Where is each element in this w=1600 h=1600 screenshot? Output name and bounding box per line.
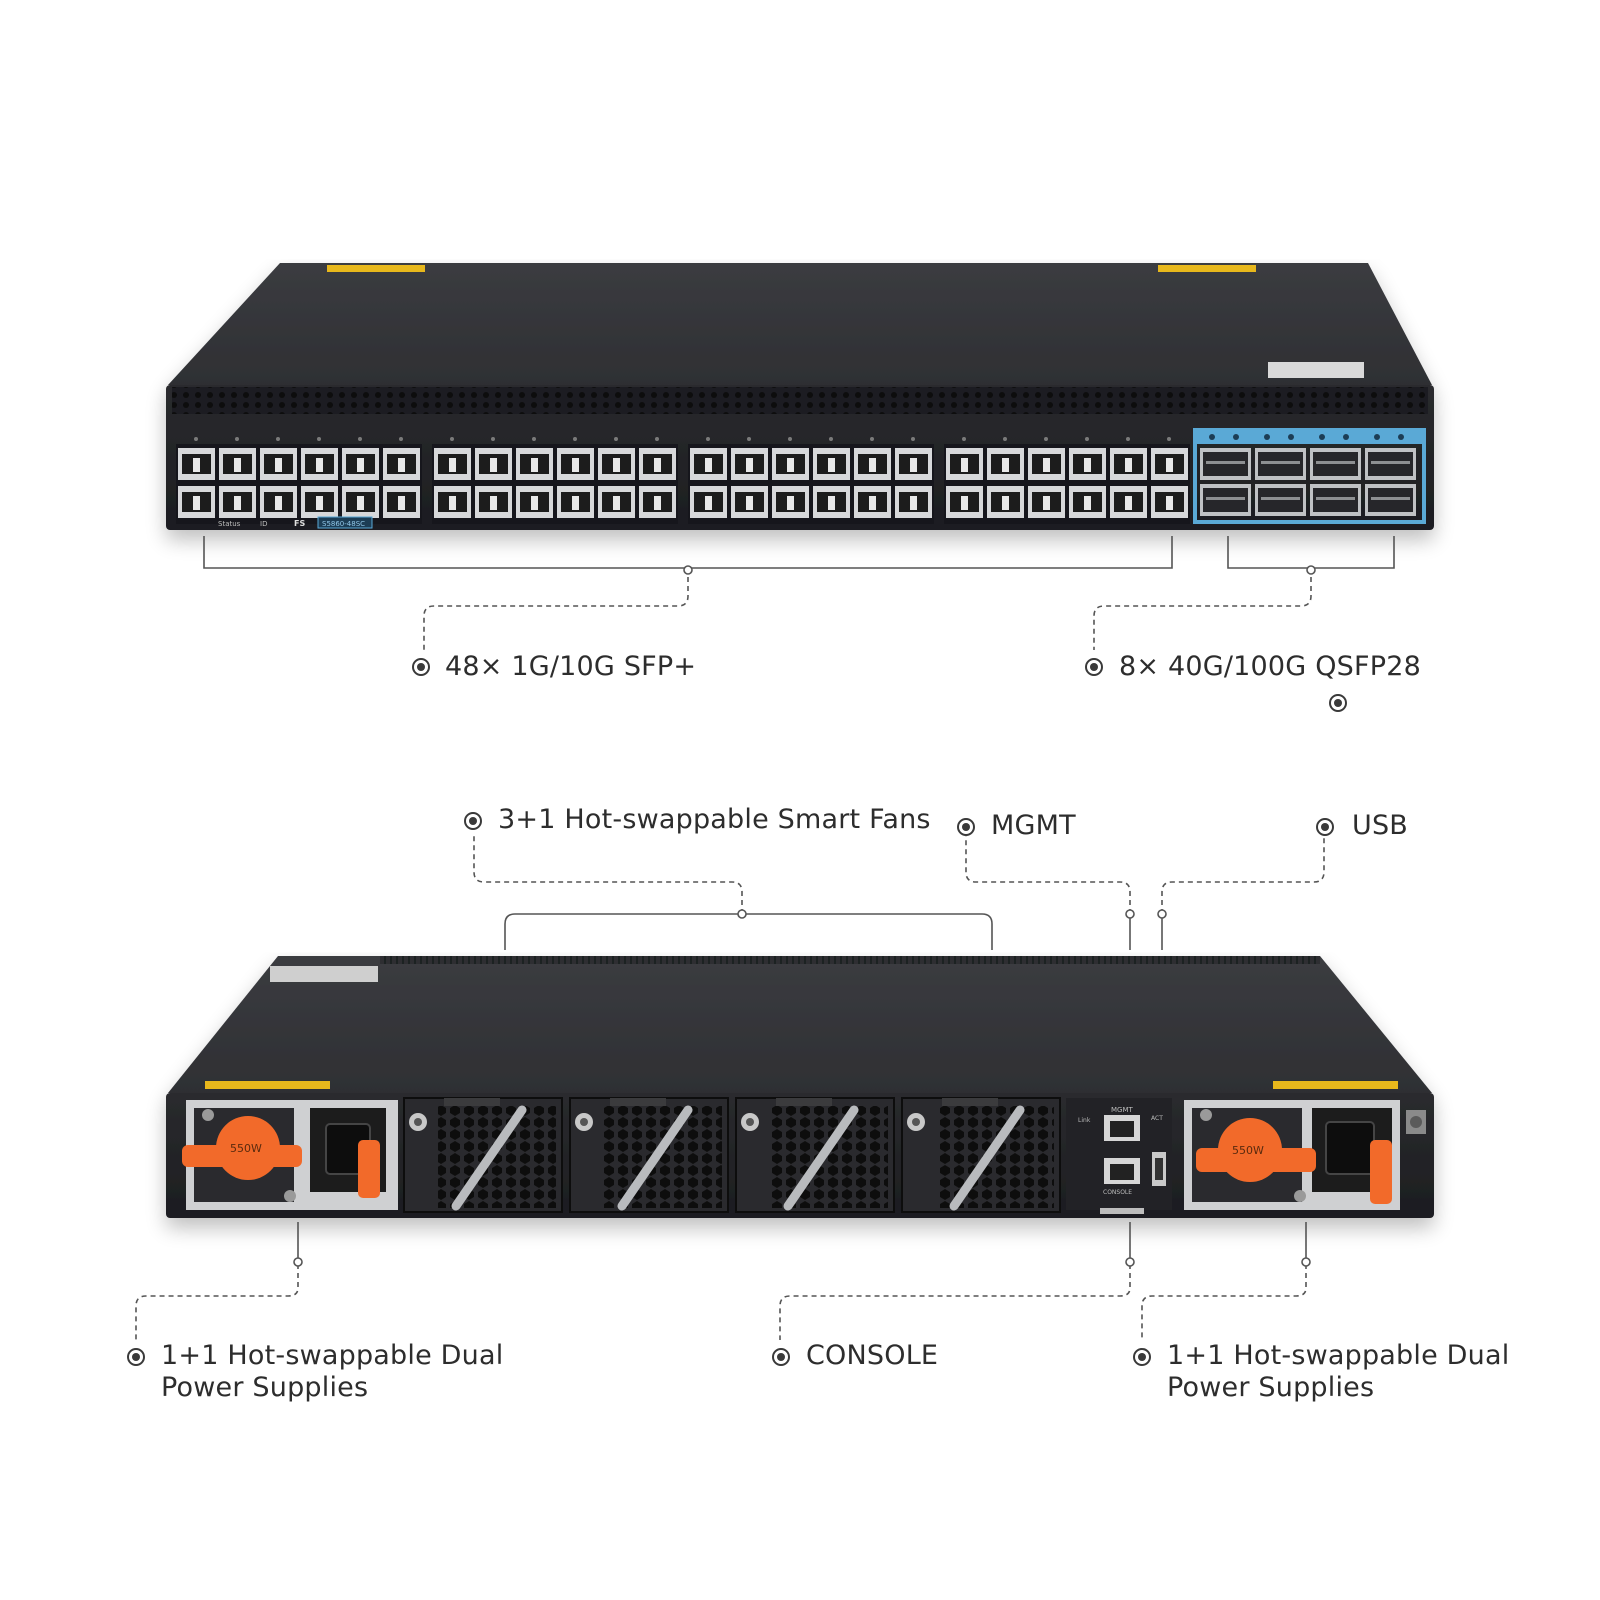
sfp-ports-callout: 48× 1G/10G SFP+ [445, 651, 696, 683]
psu-right: 550W [1184, 1100, 1426, 1210]
qsfp-ports-callout: 8× 40G/100G QSFP28 [1119, 651, 1421, 683]
psu-left: 550W [182, 1100, 398, 1210]
bullet-icon [772, 1348, 790, 1366]
mgmt-callout: MGMT [991, 810, 1076, 842]
usb-callout: USB [1352, 810, 1408, 842]
console-label: CONSOLE [806, 1340, 939, 1371]
bullet-icon [957, 818, 975, 836]
fans-label: 3+1 Hot-swappable Smart Fans [498, 804, 931, 835]
bullet-icon [412, 658, 430, 676]
bullet-icon [464, 812, 482, 830]
console-callout: CONSOLE [806, 1340, 938, 1372]
psu-left-label-line2: Power Supplies [161, 1372, 369, 1403]
warning-sticker [1158, 265, 1256, 272]
psu-right-label-line2: Power Supplies [1167, 1372, 1375, 1403]
leader-lines [135, 536, 1395, 1340]
bullet-icon [127, 1348, 145, 1366]
mgmt-panel-label: MGMT [1111, 1106, 1134, 1114]
psu-left-callout: 1+1 Hot-swappable Dual Power Supplies [161, 1340, 503, 1404]
console-panel-label: CONSOLE [1103, 1189, 1132, 1196]
warning-sticker [1273, 1081, 1398, 1089]
qsfp-ports-label: 8× 40G/100G QSFP28 [1119, 651, 1421, 682]
link-panel-label: Link [1078, 1117, 1091, 1124]
sfp-ports-label: 48× 1G/10G SFP+ [445, 651, 697, 682]
top-label [270, 966, 378, 982]
front-switch: Status ID FS S5860-48SC [166, 263, 1434, 530]
psu-wattage: 550W [1232, 1144, 1264, 1157]
management-panel: MGMT ACT Link CONSOLE [1066, 1098, 1172, 1214]
model-sticker-text: S5860-48SC [322, 520, 365, 528]
top-label [1268, 362, 1364, 378]
psu-right-label-line1: 1+1 Hot-swappable Dual [1167, 1340, 1510, 1371]
rear-switch: 550W MGMT ACT Link CONSOLE [166, 956, 1434, 1218]
bullet-icon [1329, 694, 1347, 712]
sfp-port-groups [176, 437, 1190, 524]
fans-callout: 3+1 Hot-swappable Smart Fans [498, 804, 931, 836]
psu-right-callout: 1+1 Hot-swappable Dual Power Supplies [1167, 1340, 1509, 1404]
bullet-icon [1085, 658, 1103, 676]
warning-sticker [205, 1081, 330, 1089]
warning-sticker [327, 265, 425, 272]
status-label: Status [218, 520, 241, 528]
grill-strip [380, 956, 1320, 964]
psu-handle [182, 1145, 302, 1167]
usb-label: USB [1352, 810, 1409, 841]
bullet-icon [1316, 818, 1334, 836]
model-sticker [317, 516, 373, 529]
brand-logo: FS [294, 519, 305, 528]
mgmt-label: MGMT [991, 810, 1076, 841]
act-panel-label: ACT [1151, 1115, 1163, 1122]
front-switch-top [168, 263, 1432, 385]
vent-strip [172, 387, 1428, 414]
id-label: ID [260, 520, 267, 528]
psu-wattage: 550W [230, 1142, 262, 1155]
psu-left-label-line1: 1+1 Hot-swappable Dual [161, 1340, 504, 1371]
fan-modules [403, 1097, 1061, 1213]
qsfp-ports [1200, 434, 1416, 516]
psu-handle [1196, 1148, 1316, 1172]
bullet-icon [1133, 1348, 1151, 1366]
rear-switch-top [168, 956, 1432, 1093]
